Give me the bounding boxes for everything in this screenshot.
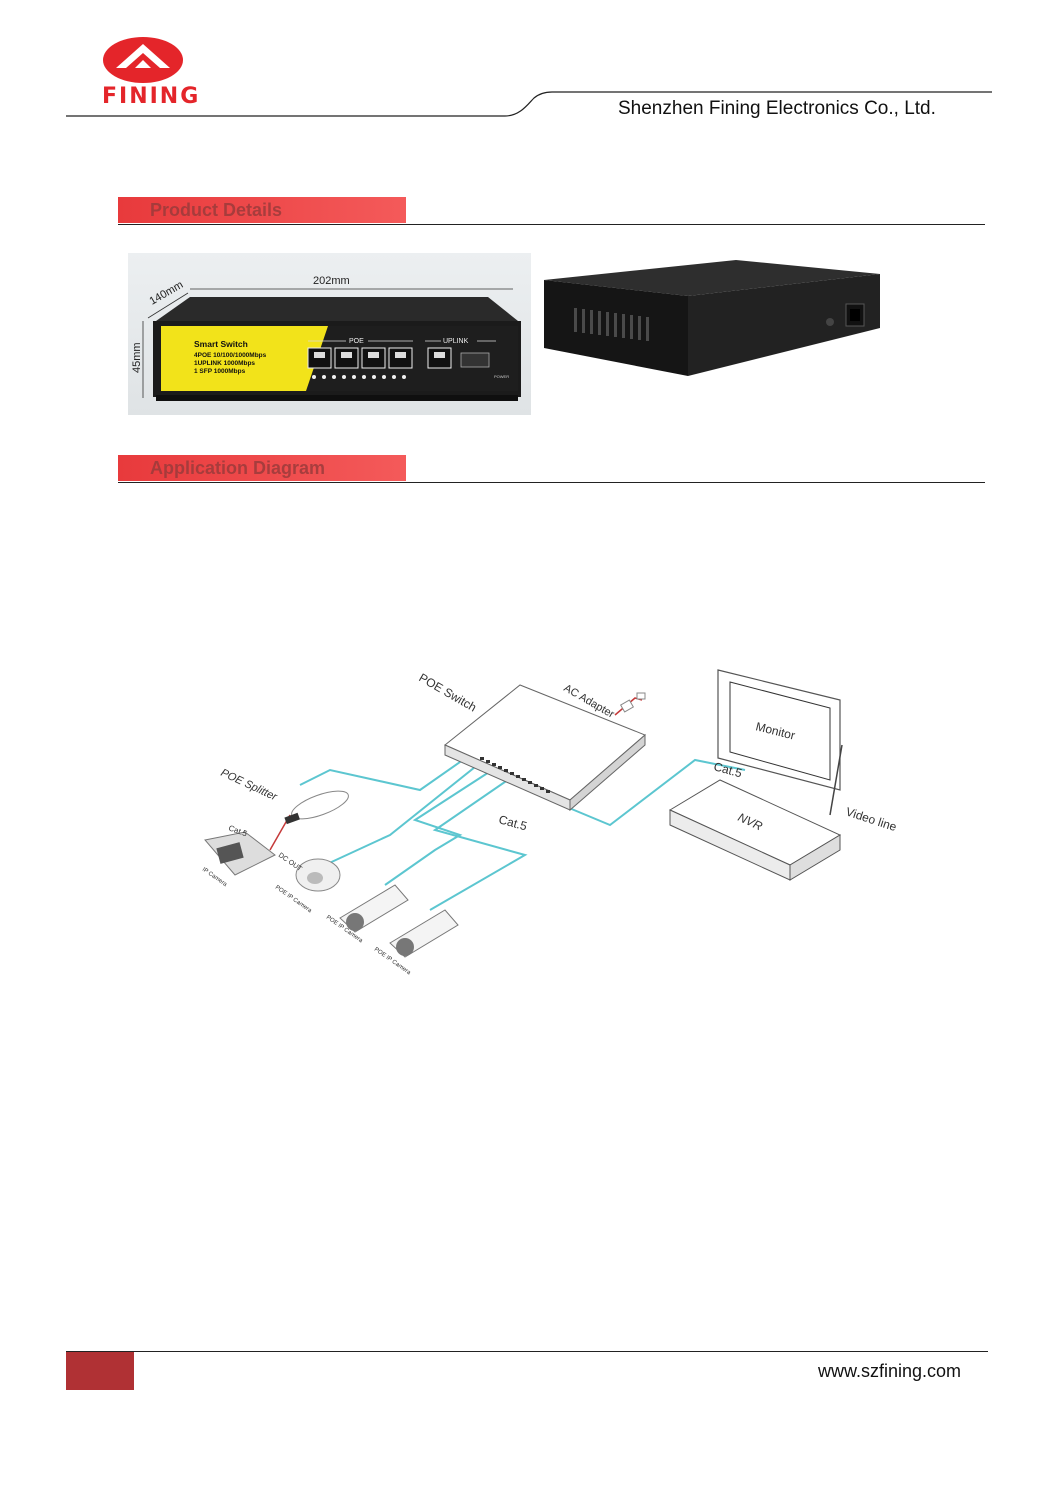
label-poe-switch: POE Switch (417, 670, 479, 714)
network-topology-diagram: POE Switch AC Adapter POE Splitter Cat.5… (201, 669, 899, 977)
uplink-label: UPLINK (443, 338, 469, 345)
panel-title: Smart Switch (194, 339, 248, 349)
switch-front-drawing: 202mm 140mm 45mm Smart Switch 4POE 10/10… (131, 275, 521, 401)
footer-red-block (66, 1352, 134, 1390)
label-video-line: Video line (844, 805, 899, 835)
height-label: 45mm (131, 342, 143, 373)
logo-wordmark: FINING (102, 84, 201, 109)
bullet-camera-icon (389, 909, 459, 958)
poe-label: POE (349, 338, 364, 345)
label-cat5: Cat.5 (497, 812, 529, 833)
footer-rule (66, 1351, 988, 1352)
depth-label: 140mm (148, 279, 186, 308)
section-rule (118, 482, 985, 483)
dome-camera-icon (295, 858, 341, 892)
section-title-application-diagram: Application Diagram (150, 458, 326, 478)
section-bar-application-diagram: Application Diagram (118, 455, 406, 481)
power-label: POWER (494, 374, 509, 379)
label-ip-camera: IP Camera (201, 867, 228, 889)
header: FINING Shenzhen Fining Electronics Co., … (0, 0, 1059, 130)
product-rear-photo (538, 236, 890, 386)
fining-logo-icon (103, 37, 183, 83)
panel-line: 4POE 10/100/1000Mbps (194, 352, 267, 359)
header-rule (66, 91, 992, 117)
label-dc-out: DC OUT (277, 852, 304, 874)
section-title-product-details: Product Details (150, 200, 283, 220)
panel-line: 1UPLINK 1000Mbps (194, 360, 255, 367)
section-bar-product-details: Product Details (118, 197, 406, 223)
label-poe-splitter: POE Splitter (219, 767, 280, 804)
switch-rear-drawing (544, 260, 880, 376)
panel-line: 1 SFP 1000Mbps (194, 368, 246, 375)
product-front-photo: 202mm 140mm 45mm Smart Switch 4POE 10/10… (128, 253, 531, 415)
company-name: Shenzhen Fining Electronics Co., Ltd. (618, 98, 936, 119)
bullet-camera-icon (339, 884, 409, 933)
ip-camera-icon (204, 831, 276, 876)
width-label: 202mm (313, 275, 350, 287)
application-diagram: POE Switch AC Adapter POE Splitter Cat.5… (190, 660, 910, 980)
section-rule (118, 224, 985, 225)
footer-url[interactable]: www.szfining.com (818, 1361, 962, 1381)
